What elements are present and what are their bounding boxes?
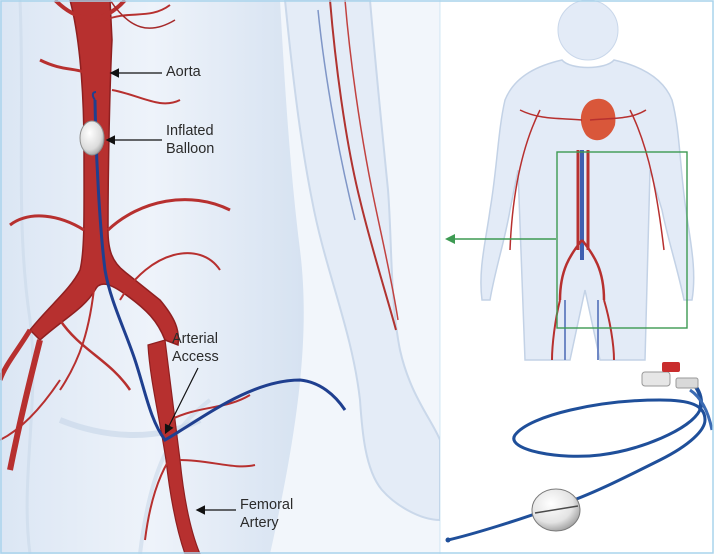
balloon-text-line2: Balloon: [166, 140, 214, 158]
catheter-device-image: [440, 362, 714, 554]
arterial-access-label: Arterial Access: [172, 330, 219, 366]
femoral-artery-label: Femoral Artery: [240, 496, 293, 532]
balloon-label: Inflated Balloon: [166, 122, 214, 158]
inflated-balloon-marker: [80, 121, 104, 155]
aorta-label: Aorta: [166, 63, 201, 81]
balloon-text-line1: Inflated: [166, 122, 214, 140]
access-text-line1: Arterial: [172, 330, 219, 348]
access-text-line2: Access: [172, 348, 219, 366]
femoral-text-line2: Artery: [240, 514, 293, 532]
full-body-inset: [440, 0, 714, 370]
femoral-text-line1: Femoral: [240, 496, 293, 514]
aorta-text: Aorta: [166, 63, 201, 81]
